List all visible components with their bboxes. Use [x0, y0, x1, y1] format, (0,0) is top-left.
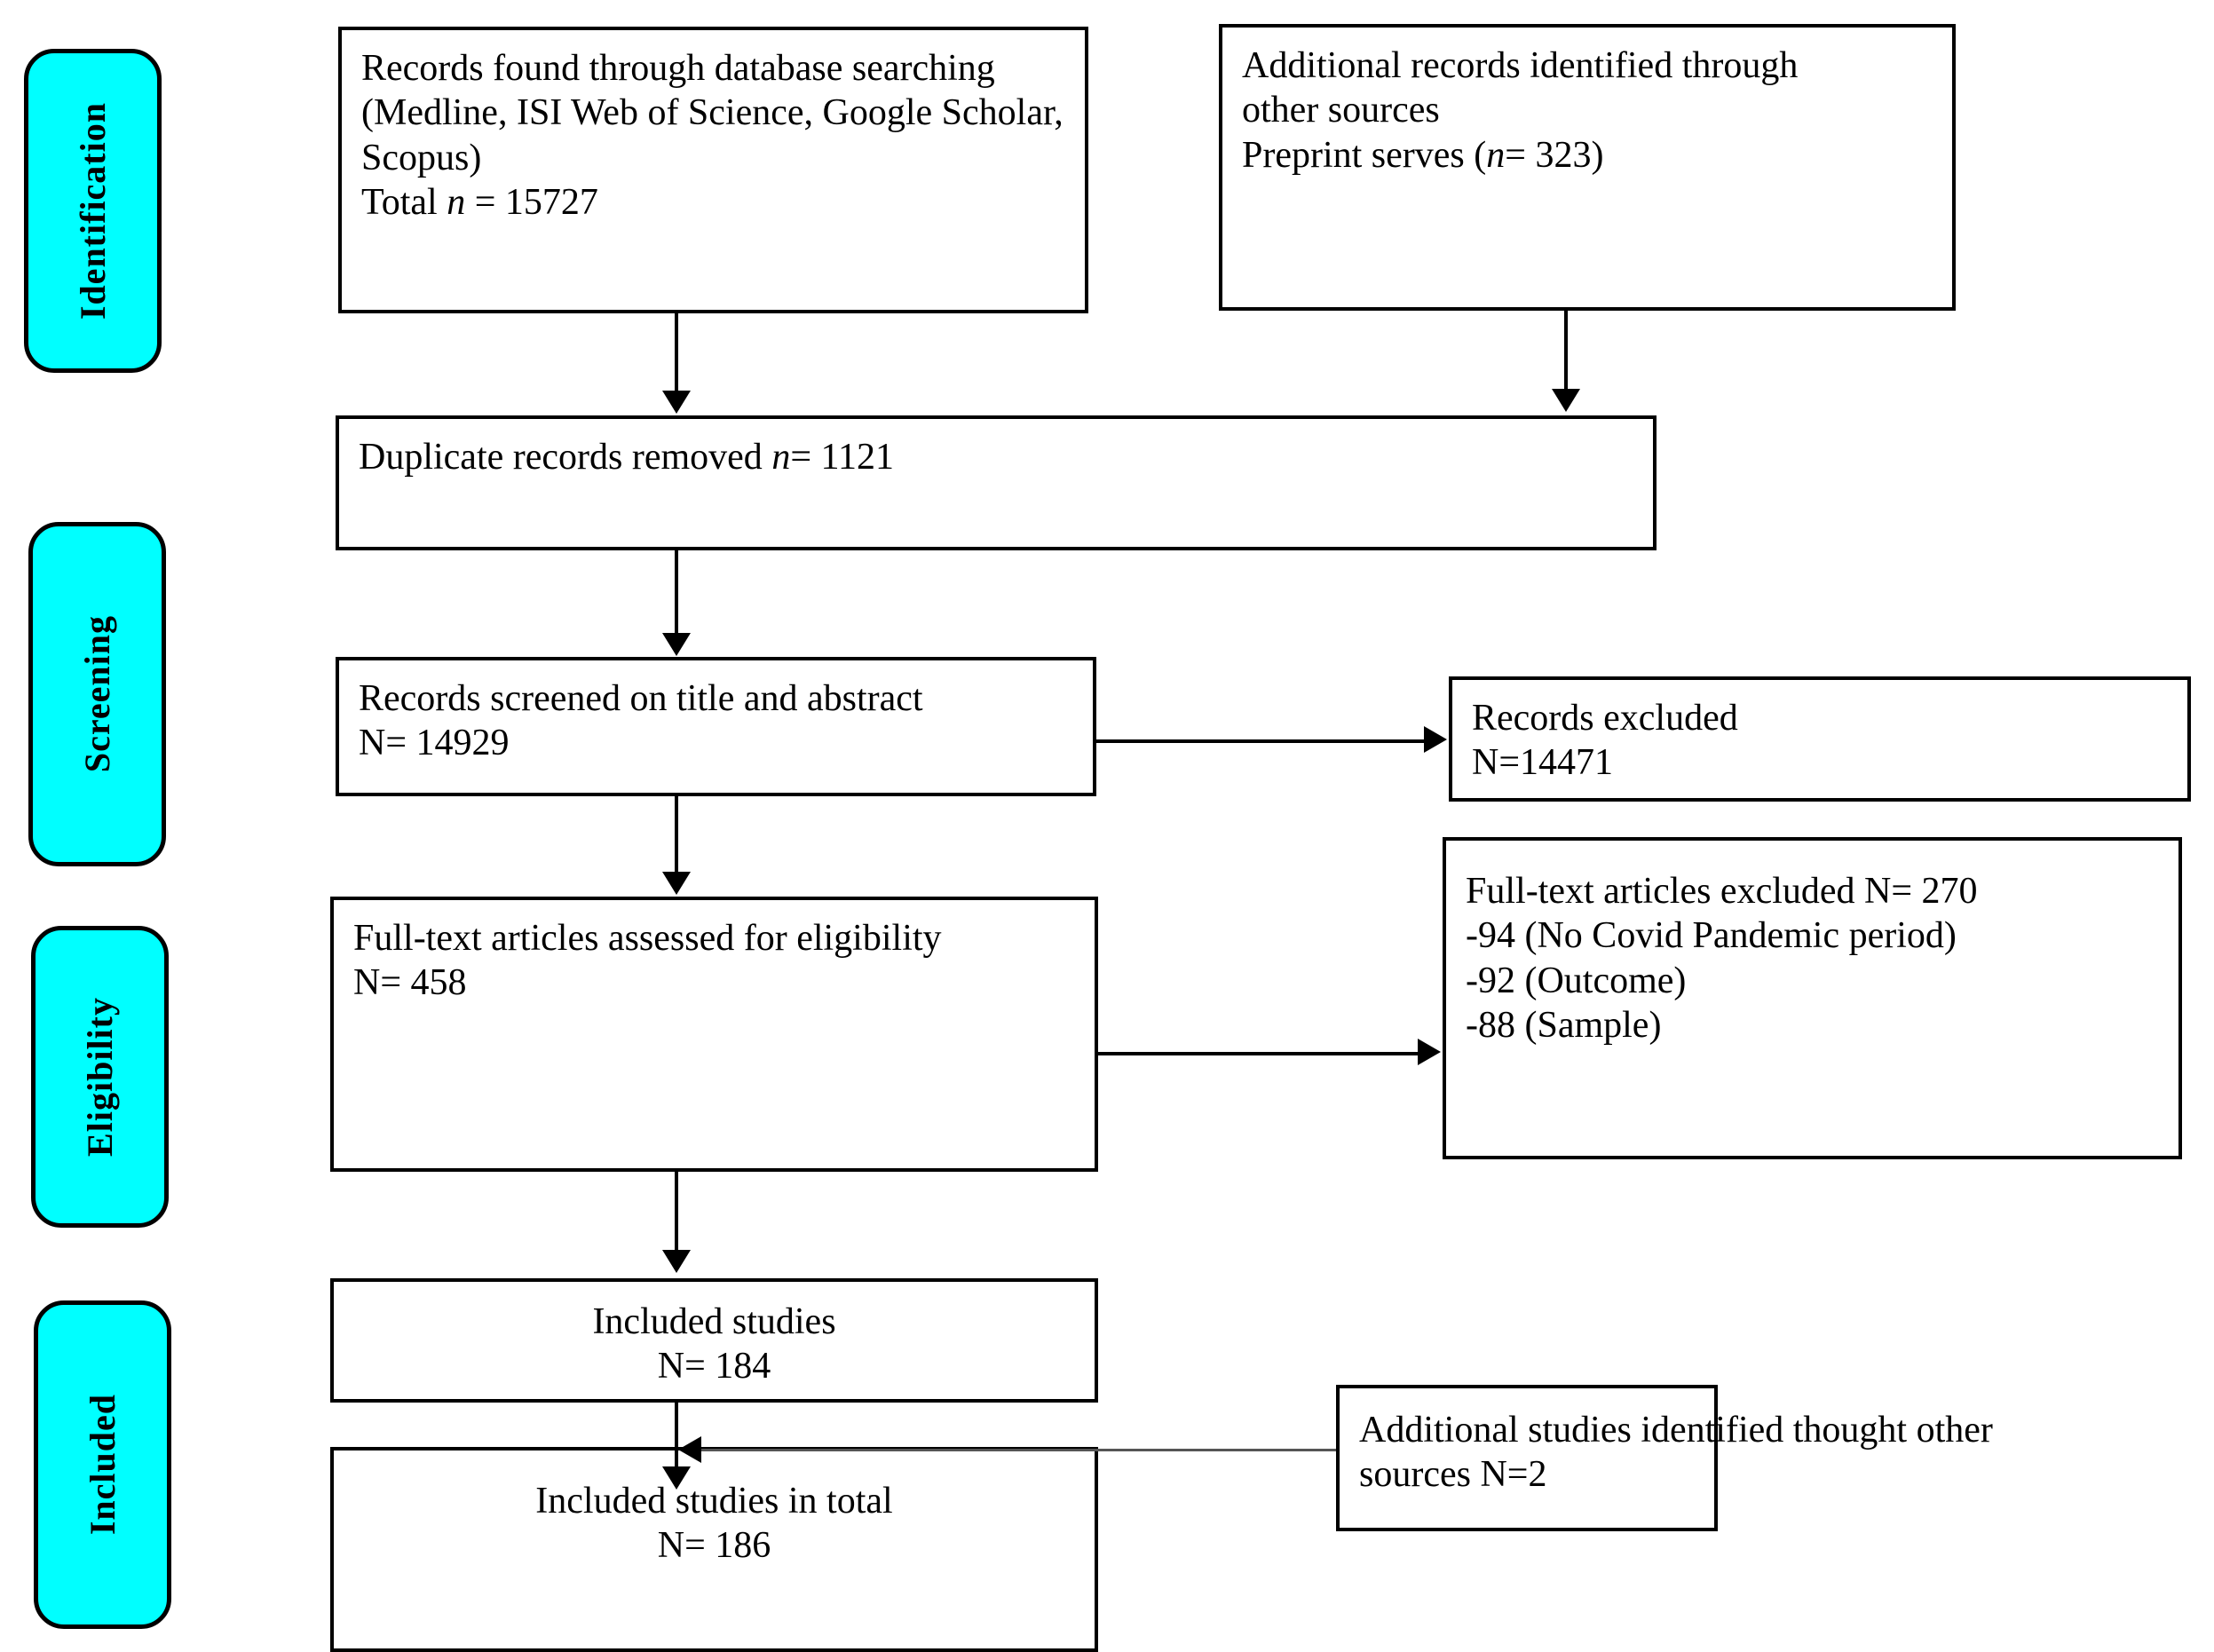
- arrowhead-records-screened-to-fulltext: [662, 872, 691, 895]
- records-found-line-4: Total n = 15727: [361, 180, 1065, 225]
- included-studies-line-2: N= 184: [657, 1346, 771, 1387]
- box-records-found: Records found through database searching…: [338, 27, 1088, 313]
- box-included-total: Included studies in total N= 186: [330, 1447, 1098, 1652]
- connector-records-screened-to-records-excluded: [1096, 739, 1427, 743]
- connector-additional-records-to-duplicates: [1564, 311, 1568, 391]
- fulltext-excluded-line-2: -94 (No Covid Pandemic period): [1466, 915, 1957, 957]
- stage-label-identification: Identification: [72, 101, 113, 320]
- duplicates-removed-n-symbol: n: [771, 437, 791, 478]
- box-records-excluded: Records excluded N=14471: [1449, 676, 2191, 802]
- additional-records-line-2: other sources: [1242, 90, 1440, 131]
- arrowhead-merge-to-included-total: [662, 1466, 691, 1490]
- fulltext-assessed-line-1: Full-text articles assessed for eligibil…: [353, 918, 942, 959]
- fulltext-assessed-line-2: N= 458: [353, 962, 467, 1004]
- records-found-line-1: Records found through database searching: [361, 48, 995, 89]
- box-additional-studies: Additional studies identified thought ot…: [1336, 1385, 1993, 1531]
- box-additional-records: Additional records identified through ot…: [1219, 24, 1956, 311]
- additional-studies-line-2: sources N=2: [1359, 1454, 1547, 1496]
- additional-records-preprint-value: = 323): [1505, 134, 1604, 176]
- additional-records-n-symbol: n: [1486, 134, 1506, 176]
- stage-label-included: Included: [82, 1394, 123, 1536]
- connector-additional-studies-to-merge: [701, 1449, 1336, 1451]
- connector-records-screened-to-fulltext: [675, 796, 678, 874]
- records-screened-line-1: Records screened on title and abstract: [359, 678, 923, 719]
- box-duplicates-removed: Duplicate records removed n= 1121: [336, 415, 1657, 550]
- box-records-screened: Records screened on title and abstract N…: [336, 657, 1096, 796]
- duplicates-removed-line-1: Duplicate records removed n= 1121: [359, 435, 1633, 479]
- arrowhead-fulltext-to-included-studies: [662, 1250, 691, 1273]
- records-excluded-line-2: N=14471: [1472, 742, 1614, 784]
- included-total-line-2: N= 186: [657, 1525, 771, 1567]
- records-found-line-3: Scopus): [361, 137, 482, 178]
- stage-pill-screening: Screening: [28, 522, 166, 866]
- records-found-n-symbol: n: [447, 182, 466, 224]
- connector-merge-down-to-included-total: [675, 1419, 678, 1470]
- records-excluded-line-1: Records excluded: [1472, 698, 1738, 739]
- box-included-studies: Included studies N= 184: [330, 1278, 1098, 1403]
- connector-records-found-to-duplicates: [675, 313, 678, 393]
- fulltext-excluded-line-4: -88 (Sample): [1466, 1005, 1662, 1047]
- stage-label-screening: Screening: [76, 615, 117, 773]
- included-total-line-1: Included studies in total: [535, 1481, 893, 1522]
- connector-included-studies-down-to-total: [675, 1403, 678, 1419]
- arrowhead-duplicates-to-records-screened: [662, 633, 691, 656]
- duplicates-removed-prefix: Duplicate records removed: [359, 437, 772, 478]
- fulltext-excluded-line-1: Full-text articles excluded N= 270: [1466, 871, 1978, 912]
- stage-pill-eligibility: Eligibility: [31, 926, 169, 1228]
- arrowhead-additional-studies-to-merge: [678, 1436, 701, 1463]
- additional-records-preprint-prefix: Preprint serves (: [1242, 134, 1487, 176]
- additional-records-line-3: Preprint serves (n= 323): [1242, 133, 1933, 178]
- arrowhead-records-screened-to-records-excluded: [1424, 726, 1447, 753]
- connector-duplicates-to-records-screened: [675, 550, 678, 636]
- included-studies-line-1: Included studies: [592, 1301, 836, 1342]
- records-found-total-value: = 15727: [465, 182, 598, 224]
- stage-pill-included: Included: [34, 1300, 171, 1629]
- box-fulltext-assessed: Full-text articles assessed for eligibil…: [330, 897, 1098, 1172]
- arrowhead-records-found-to-duplicates: [662, 391, 691, 414]
- connector-fulltext-to-fulltext-excluded: [1098, 1052, 1420, 1055]
- records-found-line-2: (Medline, ISI Web of Science, Google Sch…: [361, 92, 1064, 134]
- records-screened-line-2: N= 14929: [359, 723, 510, 764]
- connector-fulltext-to-included-studies: [675, 1172, 678, 1252]
- arrowhead-fulltext-to-fulltext-excluded: [1418, 1039, 1441, 1065]
- additional-records-line-1: Additional records identified through: [1242, 45, 1799, 86]
- arrowhead-additional-records-to-duplicates: [1552, 389, 1580, 412]
- additional-studies-line-1: Additional studies identified thought ot…: [1359, 1410, 1993, 1450]
- records-found-total-prefix: Total: [361, 182, 447, 224]
- stage-pill-identification: Identification: [24, 49, 162, 373]
- fulltext-excluded-line-3: -92 (Outcome): [1466, 960, 1687, 1001]
- duplicates-removed-value: = 1121: [790, 437, 894, 478]
- stage-label-eligibility: Eligibility: [79, 997, 120, 1157]
- box-fulltext-excluded: Full-text articles excluded N= 270 -94 (…: [1443, 837, 2182, 1159]
